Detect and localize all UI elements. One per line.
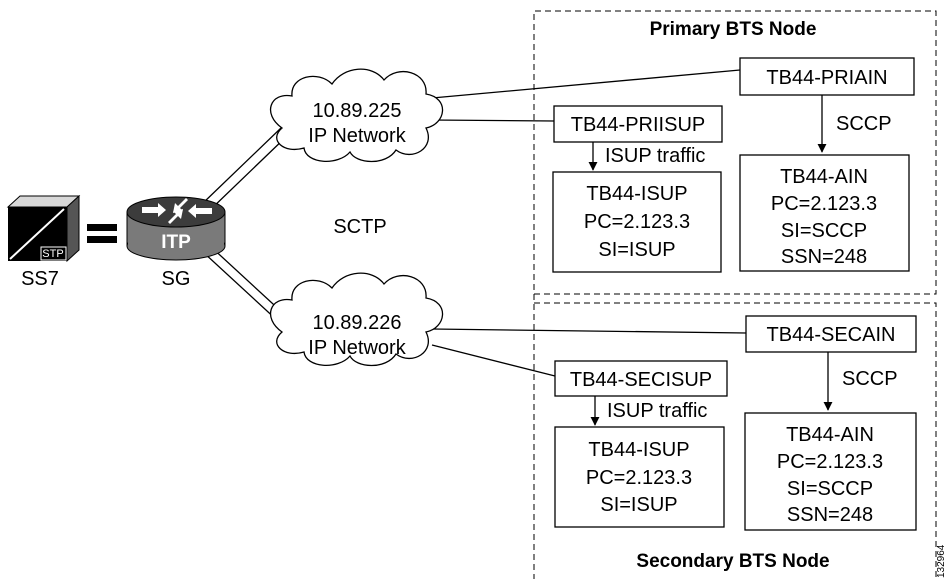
sg-label: SG [162, 268, 191, 290]
ain-box-secondary-line-1: TB44-AIN [786, 424, 874, 446]
ip-network-cloud-bottom: 10.89.226 IP Network [270, 272, 444, 367]
ain-box-primary-line-3: SI=SCCP [781, 220, 867, 242]
sctp-link-top [201, 127, 289, 212]
sctp-link-bottom [202, 244, 286, 323]
cloud-top-address: 10.89.225 [313, 100, 402, 122]
link-line-secain [431, 328, 747, 334]
ain-box-primary-line-2: PC=2.123.3 [771, 193, 877, 215]
ain-box-secondary-line-4: SSN=248 [787, 504, 873, 526]
ain-box-secondary-line-3: SI=SCCP [787, 478, 873, 500]
secisup-label: TB44-SECISUP [570, 369, 712, 391]
isup-traffic-label-secondary: ISUP traffic [607, 400, 707, 422]
stp-label: STP [42, 248, 63, 260]
ss7-label: SS7 [21, 268, 59, 290]
cloud-top-label: IP Network [308, 125, 406, 147]
isup-box-primary-line-3: SI=ISUP [598, 239, 675, 261]
sccp-label-primary: SCCP [836, 113, 892, 135]
sccp-label-secondary: SCCP [842, 368, 898, 390]
isup-box-primary-line-1: TB44-ISUP [586, 183, 687, 205]
ain-box-primary-line-4: SSN=248 [781, 246, 867, 268]
ain-box-secondary: TB44-AIN PC=2.123.3 SI=SCCP SSN=248 [744, 412, 917, 531]
secain-label: TB44-SECAIN [767, 324, 896, 346]
cloud-bottom-address: 10.89.226 [313, 312, 402, 334]
itp-label: ITP [161, 232, 191, 253]
priain-box [739, 57, 915, 96]
ain-box-secondary-line-2: PC=2.123.3 [777, 451, 883, 473]
isup-box-secondary-line-3: SI=ISUP [600, 494, 677, 516]
link-line-secisup [431, 344, 556, 377]
ss7-stp-device: STP [6, 194, 81, 263]
secondary-node-title: Secondary BTS Node [636, 551, 829, 572]
isup-box-secondary-line-1: TB44-ISUP [588, 439, 689, 461]
ain-box-primary: TB44-AIN PC=2.123.3 SI=SCCP SSN=248 [739, 154, 910, 272]
sctp-label: SCTP [333, 216, 386, 238]
primary-node-title: Primary BTS Node [650, 19, 817, 40]
figure-id: 132964 [936, 544, 947, 578]
secain-box [745, 315, 917, 353]
link-line-priain [431, 69, 741, 99]
isup-box-primary-line-2: PC=2.123.3 [584, 211, 690, 233]
secondary-node-boundary [534, 302, 937, 579]
priain-label: TB44-PRIAIN [766, 67, 887, 89]
ain-box-primary-line-1: TB44-AIN [780, 166, 868, 188]
link-line-priisup [429, 119, 555, 122]
isup-box-secondary-line-2: PC=2.123.3 [586, 467, 692, 489]
ss7-sg-connector [87, 224, 117, 243]
isup-traffic-label-primary: ISUP traffic [605, 145, 705, 167]
isup-box-secondary: TB44-ISUP PC=2.123.3 SI=ISUP [554, 426, 725, 528]
priisup-box [553, 105, 723, 143]
itp-router-icon: ITP [126, 196, 226, 261]
priisup-label: TB44-PRIISUP [571, 114, 705, 136]
secisup-box [554, 360, 728, 397]
isup-box-primary: TB44-ISUP PC=2.123.3 SI=ISUP [552, 171, 722, 273]
ip-network-cloud-top: 10.89.225 IP Network [270, 68, 444, 163]
cloud-bottom-label: IP Network [308, 337, 406, 359]
primary-node-boundary [533, 10, 937, 579]
